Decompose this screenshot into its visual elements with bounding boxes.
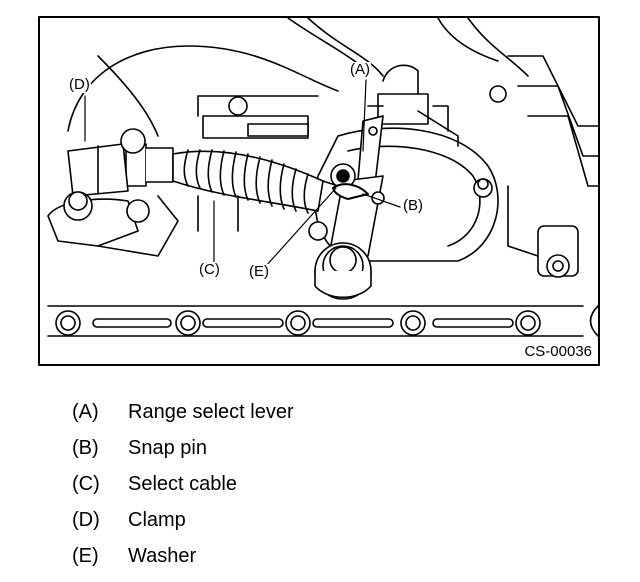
legend-label: Range select lever: [128, 401, 294, 423]
callout-d: (D): [68, 76, 91, 93]
legend-item: (B) Snap pin: [72, 430, 294, 466]
callout-b: (B): [402, 197, 424, 214]
figure-frame: [38, 16, 600, 366]
legend-label: Clamp: [128, 509, 186, 531]
illustration-drawing: [38, 16, 600, 366]
legend-key: (D): [72, 509, 100, 531]
legend-item: (C) Select cable: [72, 466, 294, 502]
legend-label: Snap pin: [128, 437, 207, 459]
legend-item: (A) Range select lever: [72, 394, 294, 430]
leader-lines: [84, 79, 401, 267]
legend-label: Select cable: [128, 473, 237, 495]
select-cable: [172, 149, 339, 214]
callout-a: (A): [349, 61, 371, 78]
transmission-illustration: (D) (A) (B) (C) (E) CS-00036: [38, 16, 600, 366]
legend-item: (D) Clamp: [72, 502, 294, 538]
figure-code: CS-00036: [524, 343, 592, 360]
legend-key: (C): [72, 473, 100, 495]
legend-key: (E): [72, 545, 99, 567]
parts-legend: (A) Range select lever (B) Snap pin (C) Sel…: [72, 394, 294, 574]
callout-e: (E): [248, 263, 270, 280]
callout-c: (C): [198, 261, 221, 278]
legend-item: (E) Washer: [72, 538, 294, 574]
legend-key: (A): [72, 401, 99, 423]
legend-label: Washer: [128, 545, 197, 567]
snap-pin: [332, 183, 369, 200]
legend-key: (B): [72, 437, 99, 459]
pan-rail: [47, 305, 599, 337]
clamp: [47, 128, 179, 257]
housing-rib: [97, 55, 159, 137]
